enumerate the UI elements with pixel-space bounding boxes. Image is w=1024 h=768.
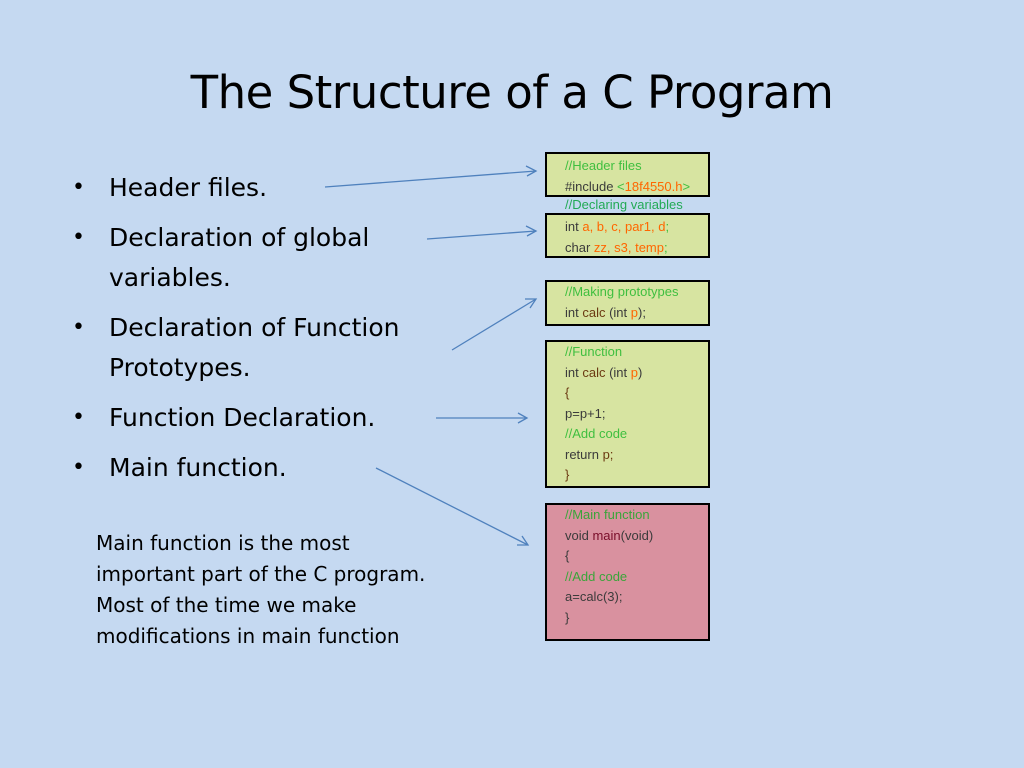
code-comment: //Add code (565, 568, 628, 584)
code-punct: > (682, 178, 691, 194)
bullet-function-declaration: • Function Declaration. (70, 398, 450, 438)
code-keyword: int (613, 364, 631, 380)
code-brace: { (565, 548, 570, 563)
code-function-name: calc (582, 304, 606, 320)
bullet-global-variables: • Declaration of global variables. (70, 218, 450, 298)
code-comment: //Making prototypes (565, 284, 679, 299)
code-identifiers: a, b, c, par1, d (582, 219, 666, 234)
arrow-header-files (324, 170, 537, 188)
code-box-variables: int a, b, c, par1, d; char zz, s3, temp; (545, 213, 710, 258)
code-statement: p=p+1; (565, 405, 606, 421)
arrowhead-icon (517, 535, 530, 546)
code-return-value: p; (602, 446, 614, 462)
bullet-dot: • (72, 315, 85, 340)
code-comment-variables: //Declaring variables (565, 197, 683, 212)
code-brace: } (565, 609, 570, 625)
bullet-header-files: • Header files. (70, 168, 450, 208)
bullet-function-prototypes: • Declaration of Function Prototypes. (70, 308, 450, 388)
code-param: p (630, 364, 638, 380)
code-comment: //Function (565, 344, 623, 359)
code-brace: { (565, 385, 570, 400)
bullet-text: Declaration of Function (109, 313, 400, 342)
bullet-text: Header files. (109, 173, 268, 202)
arrow-main-function (375, 467, 529, 546)
code-keyword: int (613, 304, 631, 320)
code-keyword: int (565, 304, 583, 320)
code-include-line: #include <18f4550.h> (565, 177, 708, 198)
bullet-text: Function Declaration. (109, 403, 376, 432)
code-args: (void) (620, 527, 654, 543)
code-keyword: #include (565, 178, 618, 194)
code-keyword: void (565, 527, 593, 543)
code-keyword: return (565, 446, 603, 462)
note-line: modifications in main function (96, 624, 400, 648)
code-main-signature: void main(void) (565, 526, 708, 547)
code-statement: a=calc(3); (565, 589, 623, 604)
code-function-signature: int calc (int p) (565, 363, 708, 384)
bullet-text: variables. (109, 263, 231, 292)
arrowhead-icon (517, 412, 529, 424)
code-punct: ); (638, 304, 646, 320)
code-box-prototypes: //Making prototypes int calc (int p); (545, 280, 710, 326)
code-return-line: return p; (565, 445, 708, 466)
bullet-dot: • (72, 225, 85, 250)
arrow-global-variables (426, 230, 537, 240)
bullet-text: Declaration of global (109, 223, 370, 252)
bullet-text: Prototypes. (109, 353, 251, 382)
code-punct: ; (663, 239, 668, 255)
code-punct: ; (665, 219, 670, 234)
bullet-list: • Header files. • Declaration of global … (70, 168, 450, 498)
code-punct: ) (638, 364, 643, 380)
code-function-name: calc (582, 364, 606, 380)
code-char-vars-line: char zz, s3, temp; (565, 238, 708, 259)
arrow-function-prototypes (451, 298, 537, 351)
slide-title: The Structure of a C Program (190, 66, 834, 119)
code-box-headers: //Header files #include <18f4550.h> (545, 152, 710, 197)
code-keyword: int (565, 364, 583, 380)
arrowhead-icon (525, 298, 538, 309)
bullet-main-function: • Main function. (70, 448, 450, 488)
main-function-note: Main function is the most important part… (96, 528, 476, 652)
code-int-vars-line: int a, b, c, par1, d; (565, 217, 708, 238)
arrowhead-icon (525, 165, 538, 177)
bullet-dot: • (72, 405, 85, 430)
note-line: Most of the time we make (96, 593, 357, 617)
code-comment: //Header files (565, 158, 642, 173)
code-function-name: main (592, 527, 621, 543)
code-header-file: 18f4550.h (624, 178, 683, 194)
code-keyword: char (565, 239, 594, 255)
code-punct: ( (605, 304, 614, 320)
code-box-function: //Function int calc (int p) { p=p+1; //A… (545, 340, 710, 488)
bullet-text: Main function. (109, 453, 287, 482)
code-prototype-line: int calc (int p); (565, 303, 708, 324)
code-brace: } (565, 467, 570, 482)
code-identifiers: zz, s3, temp (593, 239, 664, 255)
note-line: important part of the C program. (96, 562, 426, 586)
code-punct: ( (605, 364, 614, 380)
code-comment: //Main function (565, 507, 650, 522)
code-box-main: //Main function void main(void) { //Add … (545, 503, 710, 641)
code-comment: //Add code (565, 426, 628, 441)
note-line: Main function is the most (96, 531, 350, 555)
code-param: p (630, 304, 638, 320)
bullet-dot: • (72, 175, 85, 200)
arrowhead-icon (525, 225, 538, 237)
code-keyword: int (565, 219, 583, 234)
code-punct: < (617, 178, 625, 194)
bullet-dot: • (72, 455, 85, 480)
